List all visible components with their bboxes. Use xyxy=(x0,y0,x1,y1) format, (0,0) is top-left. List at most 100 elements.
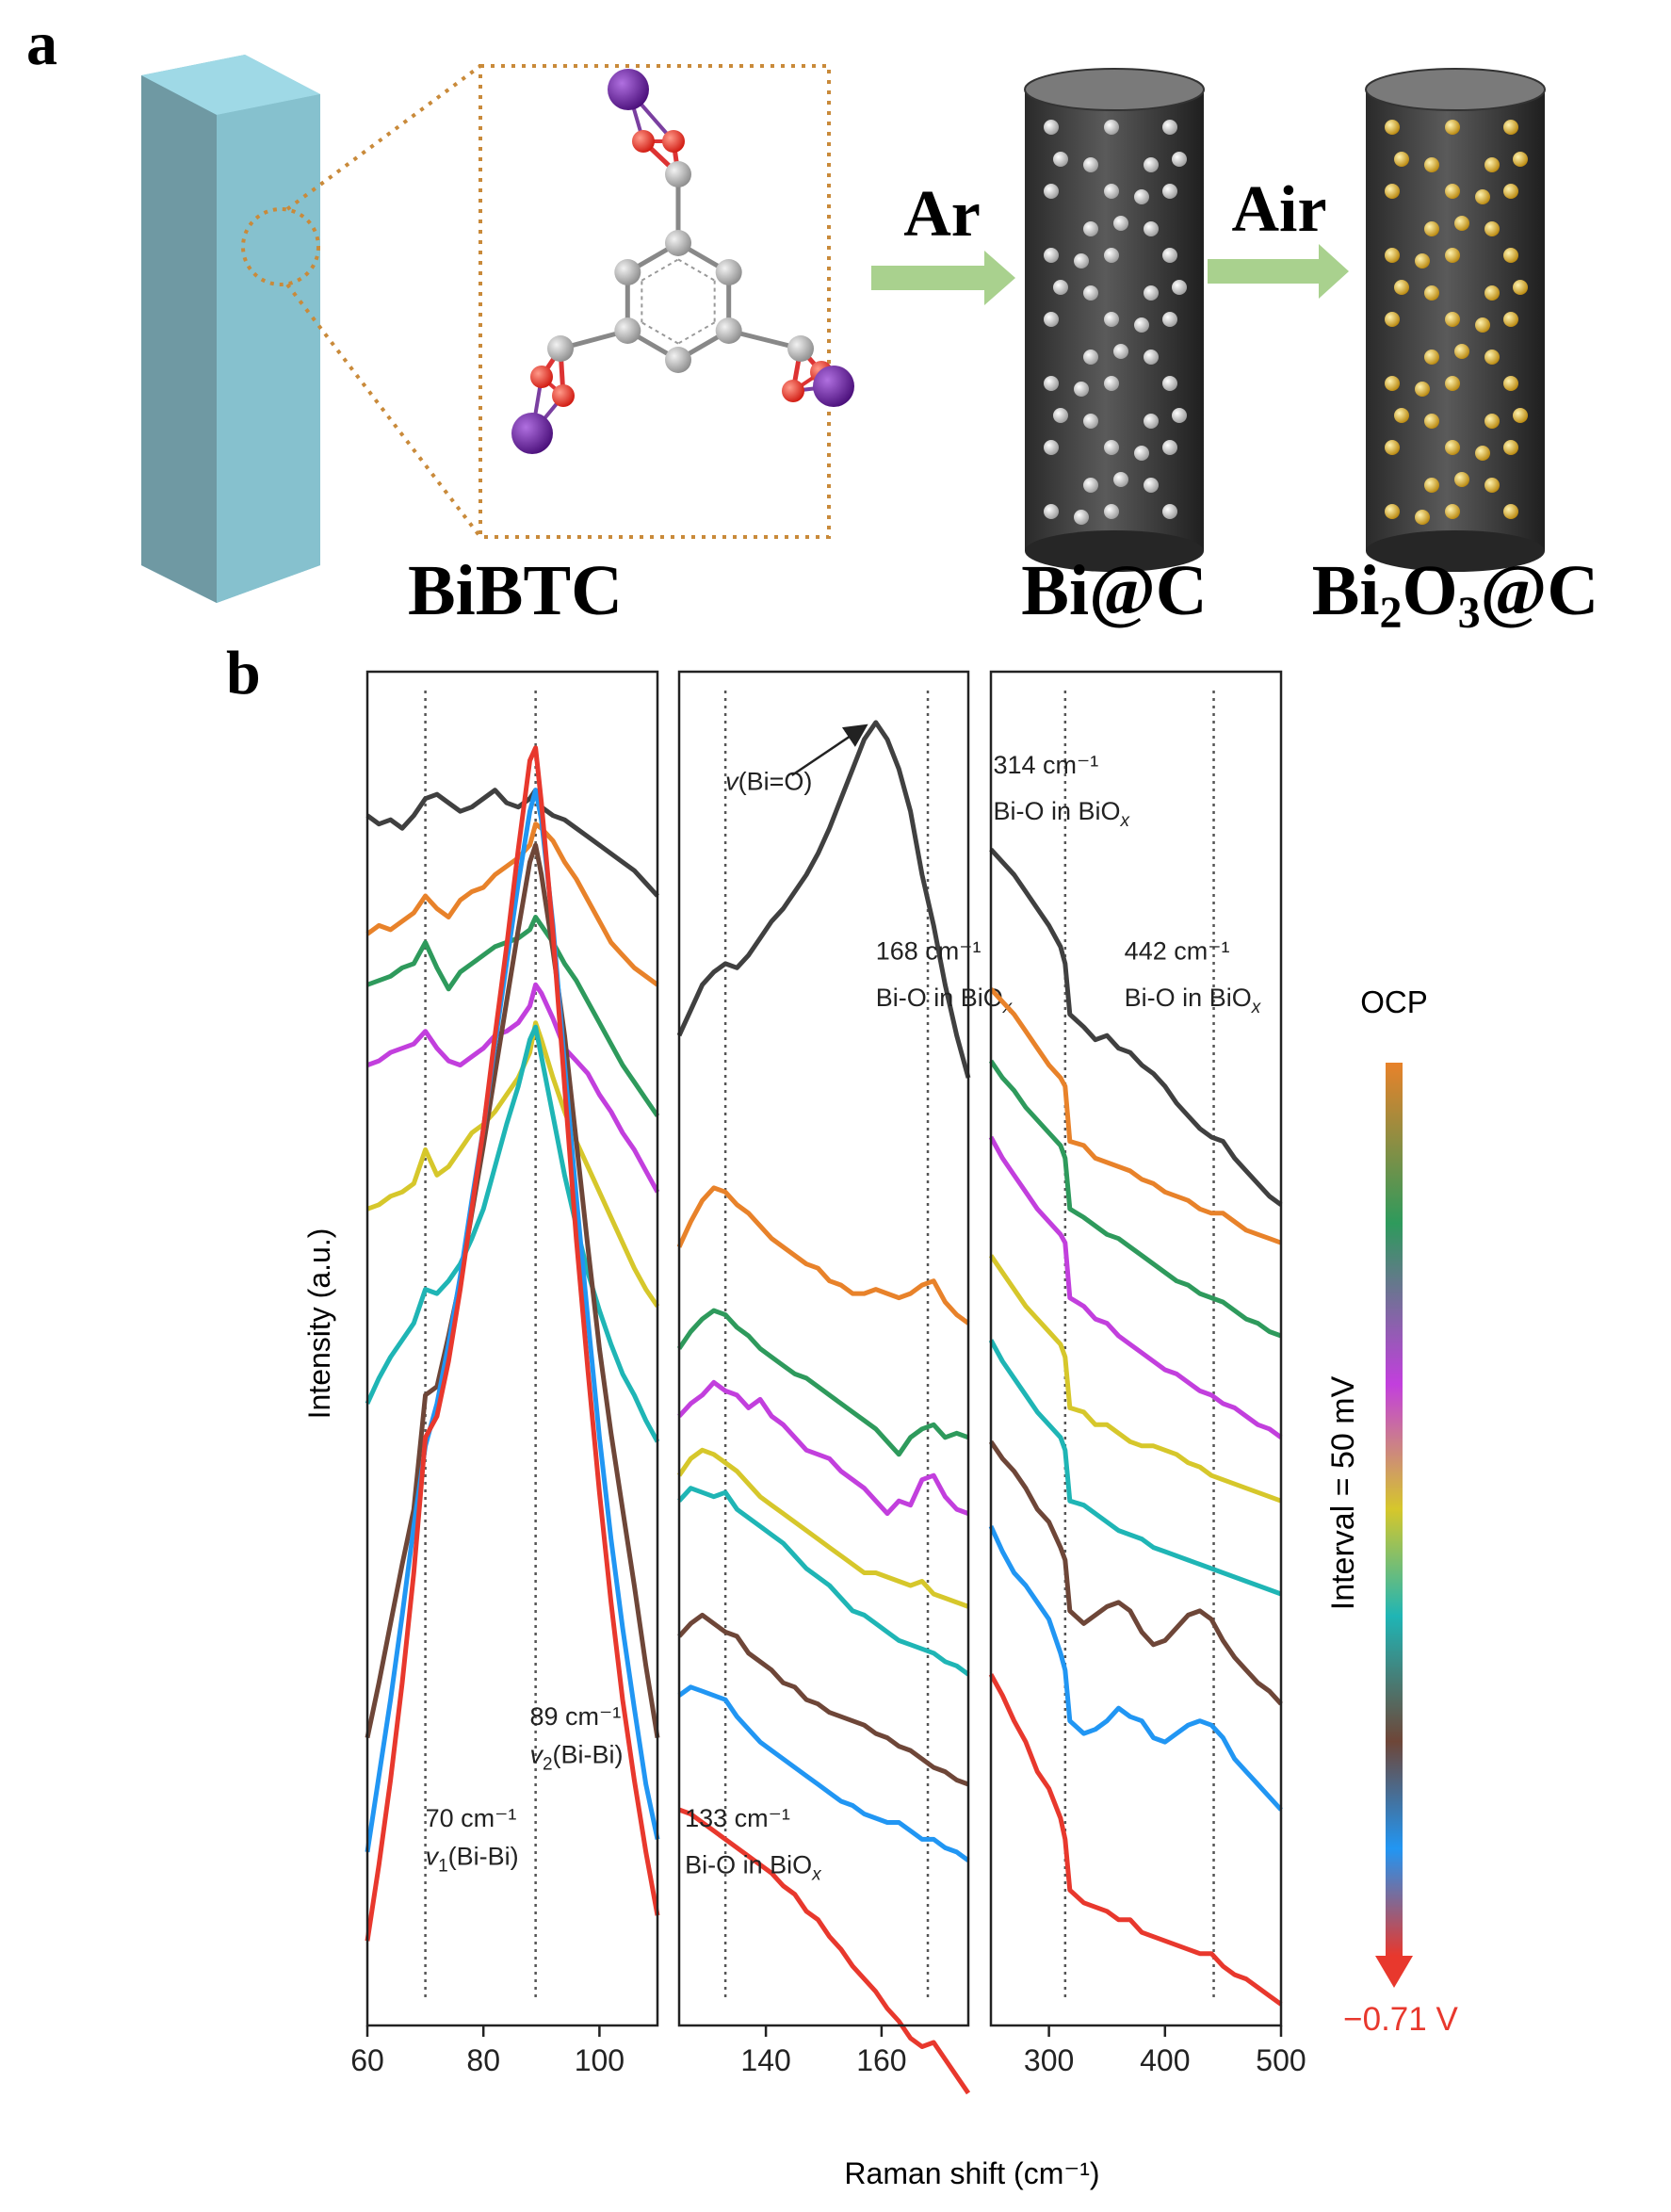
particle xyxy=(1144,221,1159,236)
particle xyxy=(1454,216,1469,231)
carbon-atom xyxy=(715,317,742,344)
y-axis-label: Intensity (a.u.) xyxy=(302,1228,336,1420)
annotation-part: v xyxy=(725,768,739,796)
particle xyxy=(1053,408,1068,423)
particle xyxy=(1503,376,1518,391)
peak-annotation: 314 cm⁻¹ xyxy=(993,751,1098,779)
spectrum-line xyxy=(989,847,1283,1207)
particle xyxy=(1113,216,1128,231)
zoom-line-bottom xyxy=(285,283,482,539)
particle xyxy=(1385,120,1400,135)
particle xyxy=(1172,408,1187,423)
particle xyxy=(1104,184,1119,199)
particle xyxy=(1144,414,1159,429)
peak-annotation: 70 cm⁻¹ xyxy=(426,1804,517,1832)
particle xyxy=(1134,446,1149,461)
spectrum-line xyxy=(988,1135,1283,1439)
annotation-part: Bi-O in BiO xyxy=(1125,984,1252,1012)
particle xyxy=(1113,344,1128,359)
plot-frame xyxy=(989,670,1283,2027)
particle xyxy=(1503,504,1518,519)
x-tick-label: 140 xyxy=(740,2043,790,2077)
particle xyxy=(1503,184,1518,199)
particle xyxy=(1475,317,1490,333)
carbon-atom xyxy=(665,347,691,373)
particle xyxy=(1074,253,1089,268)
particle xyxy=(1083,414,1098,429)
peak-annotation: Bi-O in BiOx xyxy=(993,797,1130,831)
particle xyxy=(1484,478,1500,493)
annotation-part: Bi-O in BiO xyxy=(993,797,1120,825)
carbon-atom xyxy=(787,335,814,362)
spectrum-line xyxy=(676,720,971,1079)
particle xyxy=(1044,184,1059,199)
particle xyxy=(1445,440,1460,455)
spectrum-line xyxy=(366,1020,660,1309)
peak-annotation: v(Bi=O) xyxy=(725,768,812,796)
oxygen-atom xyxy=(552,384,575,407)
plot-frame xyxy=(677,670,970,2027)
particle xyxy=(1484,221,1500,236)
particle xyxy=(1083,221,1098,236)
carbon-atom xyxy=(614,259,641,285)
particle xyxy=(1475,446,1490,461)
x-tick-label: 100 xyxy=(575,2043,625,2077)
particle xyxy=(1415,382,1430,397)
cylinder-top xyxy=(1024,68,1205,111)
oxygen-atom xyxy=(662,130,685,153)
particle xyxy=(1074,510,1089,525)
spectrum-line xyxy=(988,1525,1283,1812)
carbon-atom xyxy=(715,259,742,285)
particle xyxy=(1144,478,1159,493)
particle xyxy=(1134,317,1149,333)
spectrum-line xyxy=(677,1379,969,1517)
annotation-part: (Bi-Bi) xyxy=(553,1741,624,1769)
colorbar-arrowhead xyxy=(1375,1956,1413,1988)
particle xyxy=(1513,280,1528,295)
peak-annotation: Bi-O in BiOx xyxy=(1125,984,1262,1017)
particle xyxy=(1415,510,1430,525)
annotation-part: (Bi-Bi) xyxy=(448,1842,519,1870)
particle xyxy=(1083,478,1098,493)
particle xyxy=(1104,248,1119,263)
particle xyxy=(1074,382,1089,397)
particle xyxy=(1162,504,1177,519)
particle xyxy=(1172,152,1187,167)
particle xyxy=(1044,504,1059,519)
x-tick-label: 400 xyxy=(1140,2043,1190,2077)
colorbar-side-label: Interval = 50 mV xyxy=(1325,1375,1361,1610)
particle xyxy=(1503,440,1518,455)
bi2o3c-cylinder xyxy=(1365,68,1546,572)
peak-annotation: 442 cm⁻¹ xyxy=(1125,936,1230,965)
particle xyxy=(1144,157,1159,172)
oxygen-atom xyxy=(632,130,655,153)
annotation-part: v xyxy=(529,1741,543,1769)
spectrum-line xyxy=(989,987,1282,1245)
spectrum-line xyxy=(365,788,660,1853)
particle xyxy=(1104,376,1119,391)
particle xyxy=(1385,504,1400,519)
x-tick-label: 300 xyxy=(1024,2043,1074,2077)
spectrum-line xyxy=(677,1612,969,1787)
particle xyxy=(1104,120,1119,135)
spectrum-line xyxy=(676,1308,969,1457)
particle xyxy=(1385,312,1400,327)
particle xyxy=(1044,376,1059,391)
particle xyxy=(1503,120,1518,135)
cylinder-top xyxy=(1365,68,1546,111)
annotation-part: Bi-O in BiO xyxy=(876,984,1003,1012)
spectrum-line xyxy=(988,1339,1282,1597)
label-bic: Bi@C xyxy=(1021,551,1207,630)
particle xyxy=(1044,120,1059,135)
particle xyxy=(1162,440,1177,455)
particle xyxy=(1172,280,1187,295)
spectrum-line xyxy=(365,745,660,1942)
colorbar-top-label: OCP xyxy=(1360,984,1428,1019)
bibtc-prism xyxy=(141,55,320,603)
air-label: Air xyxy=(1231,173,1326,246)
air-arrow xyxy=(1208,244,1349,299)
spectrum-line xyxy=(988,1673,1283,2007)
x-tick-label: 60 xyxy=(350,2043,384,2077)
particle xyxy=(1104,440,1119,455)
